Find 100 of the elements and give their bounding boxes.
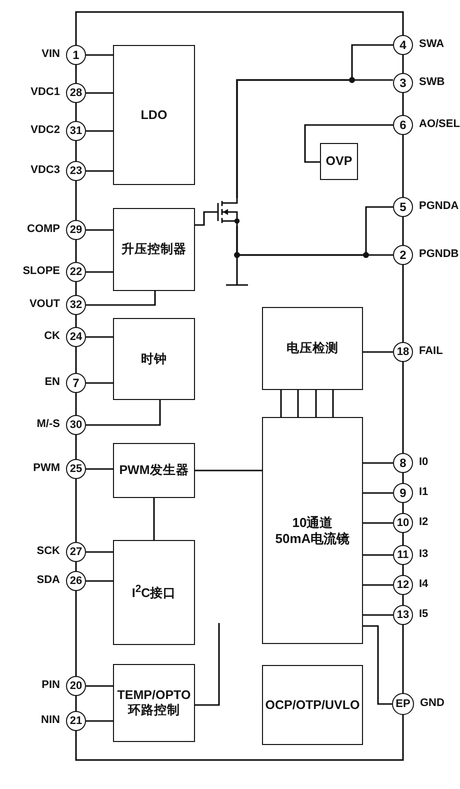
- pin-label: GND: [420, 697, 444, 709]
- pin-circle: 4: [393, 35, 413, 55]
- wire: [86, 54, 113, 56]
- wire: [363, 522, 393, 524]
- pin-label: PWM: [33, 462, 60, 474]
- function-block: 时钟: [113, 318, 195, 400]
- wire: [86, 720, 113, 722]
- pin-circle: 3: [393, 73, 413, 93]
- pin-label: M/-S: [36, 418, 60, 430]
- pin-label: VDC1: [30, 86, 60, 98]
- wire: [86, 551, 113, 553]
- pin-label: SWA: [419, 38, 444, 50]
- wire: [86, 382, 113, 384]
- pin-label: PGNDA: [419, 200, 459, 212]
- pin-circle: 12: [393, 575, 413, 595]
- pin-circle: 10: [393, 513, 413, 533]
- pin-circle: 1: [66, 45, 86, 65]
- pin-label: SCK: [36, 545, 60, 557]
- wire: [363, 554, 393, 556]
- pin-label: EN: [44, 376, 60, 388]
- wire: [363, 625, 392, 705]
- pin-circle: 26: [66, 571, 86, 591]
- wire: [363, 492, 393, 494]
- wire: [195, 470, 262, 472]
- pin-circle: 28: [66, 83, 86, 103]
- pin-circle: 2: [393, 245, 413, 265]
- wire: [332, 390, 334, 417]
- wire: [363, 462, 393, 464]
- wire: [86, 400, 161, 426]
- pin-label: I1: [419, 486, 428, 498]
- pin-label: I3: [419, 548, 428, 560]
- function-block: 升压控制器: [113, 208, 195, 291]
- function-block: LDO: [113, 45, 195, 185]
- pin-circle: 22: [66, 262, 86, 282]
- function-block: PWM发生器: [113, 443, 195, 498]
- pin-circle: 25: [66, 459, 86, 479]
- pin-label: I2: [419, 516, 428, 528]
- pin-label: VIN: [42, 48, 60, 60]
- pin-circle: 9: [393, 483, 413, 503]
- pin-circle: 20: [66, 676, 86, 696]
- pin-label: SDA: [36, 574, 60, 586]
- wire: [195, 211, 212, 226]
- pin-circle: 29: [66, 220, 86, 240]
- wire: [86, 271, 113, 273]
- wire: [86, 291, 156, 306]
- pin-label: VOUT: [29, 298, 60, 310]
- pin-label: SLOPE: [22, 265, 60, 277]
- pin-circle: 24: [66, 327, 86, 347]
- wire: [297, 390, 299, 417]
- pin-label: PIN: [42, 679, 60, 691]
- wire: [315, 390, 317, 417]
- pin-circle: 8: [393, 453, 413, 473]
- wire: [86, 468, 113, 470]
- pin-label: CK: [44, 330, 60, 342]
- wire: [86, 580, 113, 582]
- pin-circle: 23: [66, 161, 86, 181]
- wire: [304, 124, 393, 163]
- wire: [86, 229, 113, 231]
- wire: [153, 498, 155, 540]
- wire: [86, 685, 113, 687]
- pin-label: FAIL: [419, 345, 443, 357]
- pin-circle: 7: [66, 373, 86, 393]
- function-block: OVP: [320, 143, 358, 180]
- function-block: TEMP/OPTO 环路控制: [113, 664, 195, 742]
- pin-label: PGNDB: [419, 248, 459, 260]
- pin-circle: 31: [66, 121, 86, 141]
- wire: [86, 92, 113, 94]
- pin-label: I0: [419, 456, 428, 468]
- pin-label: I5: [419, 608, 428, 620]
- function-block: I$^{2}$C接口: [113, 540, 195, 645]
- wire: [363, 584, 393, 586]
- wire: [86, 170, 113, 172]
- wire: [236, 44, 393, 198]
- pin-circle: 27: [66, 542, 86, 562]
- pin-label: VDC2: [30, 124, 60, 136]
- function-block: OCP/OTP/UVLO: [262, 665, 363, 745]
- pin-circle: 32: [66, 295, 86, 315]
- pin-circle: 11: [393, 545, 413, 565]
- pin-circle: 30: [66, 415, 86, 435]
- pin-label: VDC3: [30, 164, 60, 176]
- wire: [86, 336, 113, 338]
- function-block: 电压检测: [262, 307, 363, 390]
- pin-circle: 13: [393, 605, 413, 625]
- pin-circle: 21: [66, 711, 86, 731]
- pin-label: NIN: [41, 714, 60, 726]
- wire: [363, 614, 393, 616]
- wire: [236, 206, 393, 256]
- pin-label: COMP: [27, 223, 60, 235]
- wire: [86, 130, 113, 132]
- pin-circle: 18: [393, 342, 413, 362]
- wire: [363, 351, 393, 353]
- wire: [280, 390, 282, 417]
- function-block: 10通道50mA电流镜: [262, 417, 363, 644]
- pin-circle: EP: [392, 693, 414, 715]
- pin-label: SWB: [419, 76, 445, 88]
- pin-label: I4: [419, 578, 428, 590]
- wire: [195, 623, 220, 706]
- pin-circle: 6: [393, 115, 413, 135]
- pin-circle: 5: [393, 197, 413, 217]
- pin-label: AO/SEL: [419, 118, 460, 130]
